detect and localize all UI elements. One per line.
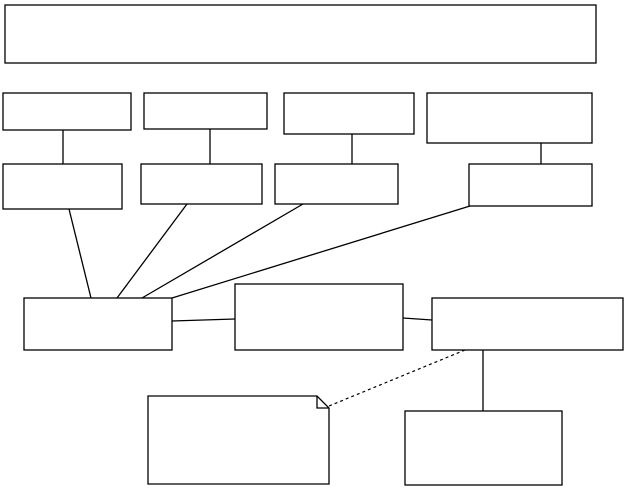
edge-mid4-hubleft xyxy=(171,205,471,299)
connectors xyxy=(62,129,542,411)
top-box-4 xyxy=(426,92,593,144)
bottom-box xyxy=(404,410,563,486)
top-box-1 xyxy=(2,92,132,131)
title-box xyxy=(4,4,597,64)
hub-box-center xyxy=(234,283,404,351)
edge-hubright-note xyxy=(328,349,466,407)
mid-box-4 xyxy=(468,163,593,207)
note-folded-corner xyxy=(316,396,329,409)
edge-mid2-hubleft xyxy=(116,203,188,299)
hub-box-left xyxy=(23,297,173,351)
mid-box-2 xyxy=(140,163,263,205)
mid-box-1 xyxy=(2,163,123,210)
hub-box-right xyxy=(431,297,624,351)
edge-mid1-hubleft xyxy=(68,208,92,299)
top-box-2 xyxy=(143,92,268,130)
edge-mid3-hubleft xyxy=(141,203,304,299)
top-box-3 xyxy=(283,92,415,135)
note-shape xyxy=(147,395,330,485)
edge-hubcenter-hubright xyxy=(402,317,433,321)
nodes xyxy=(2,4,624,486)
note-box xyxy=(147,395,330,485)
mid-box-3 xyxy=(274,163,399,205)
edge-hubleft-hubcenter xyxy=(171,318,236,322)
